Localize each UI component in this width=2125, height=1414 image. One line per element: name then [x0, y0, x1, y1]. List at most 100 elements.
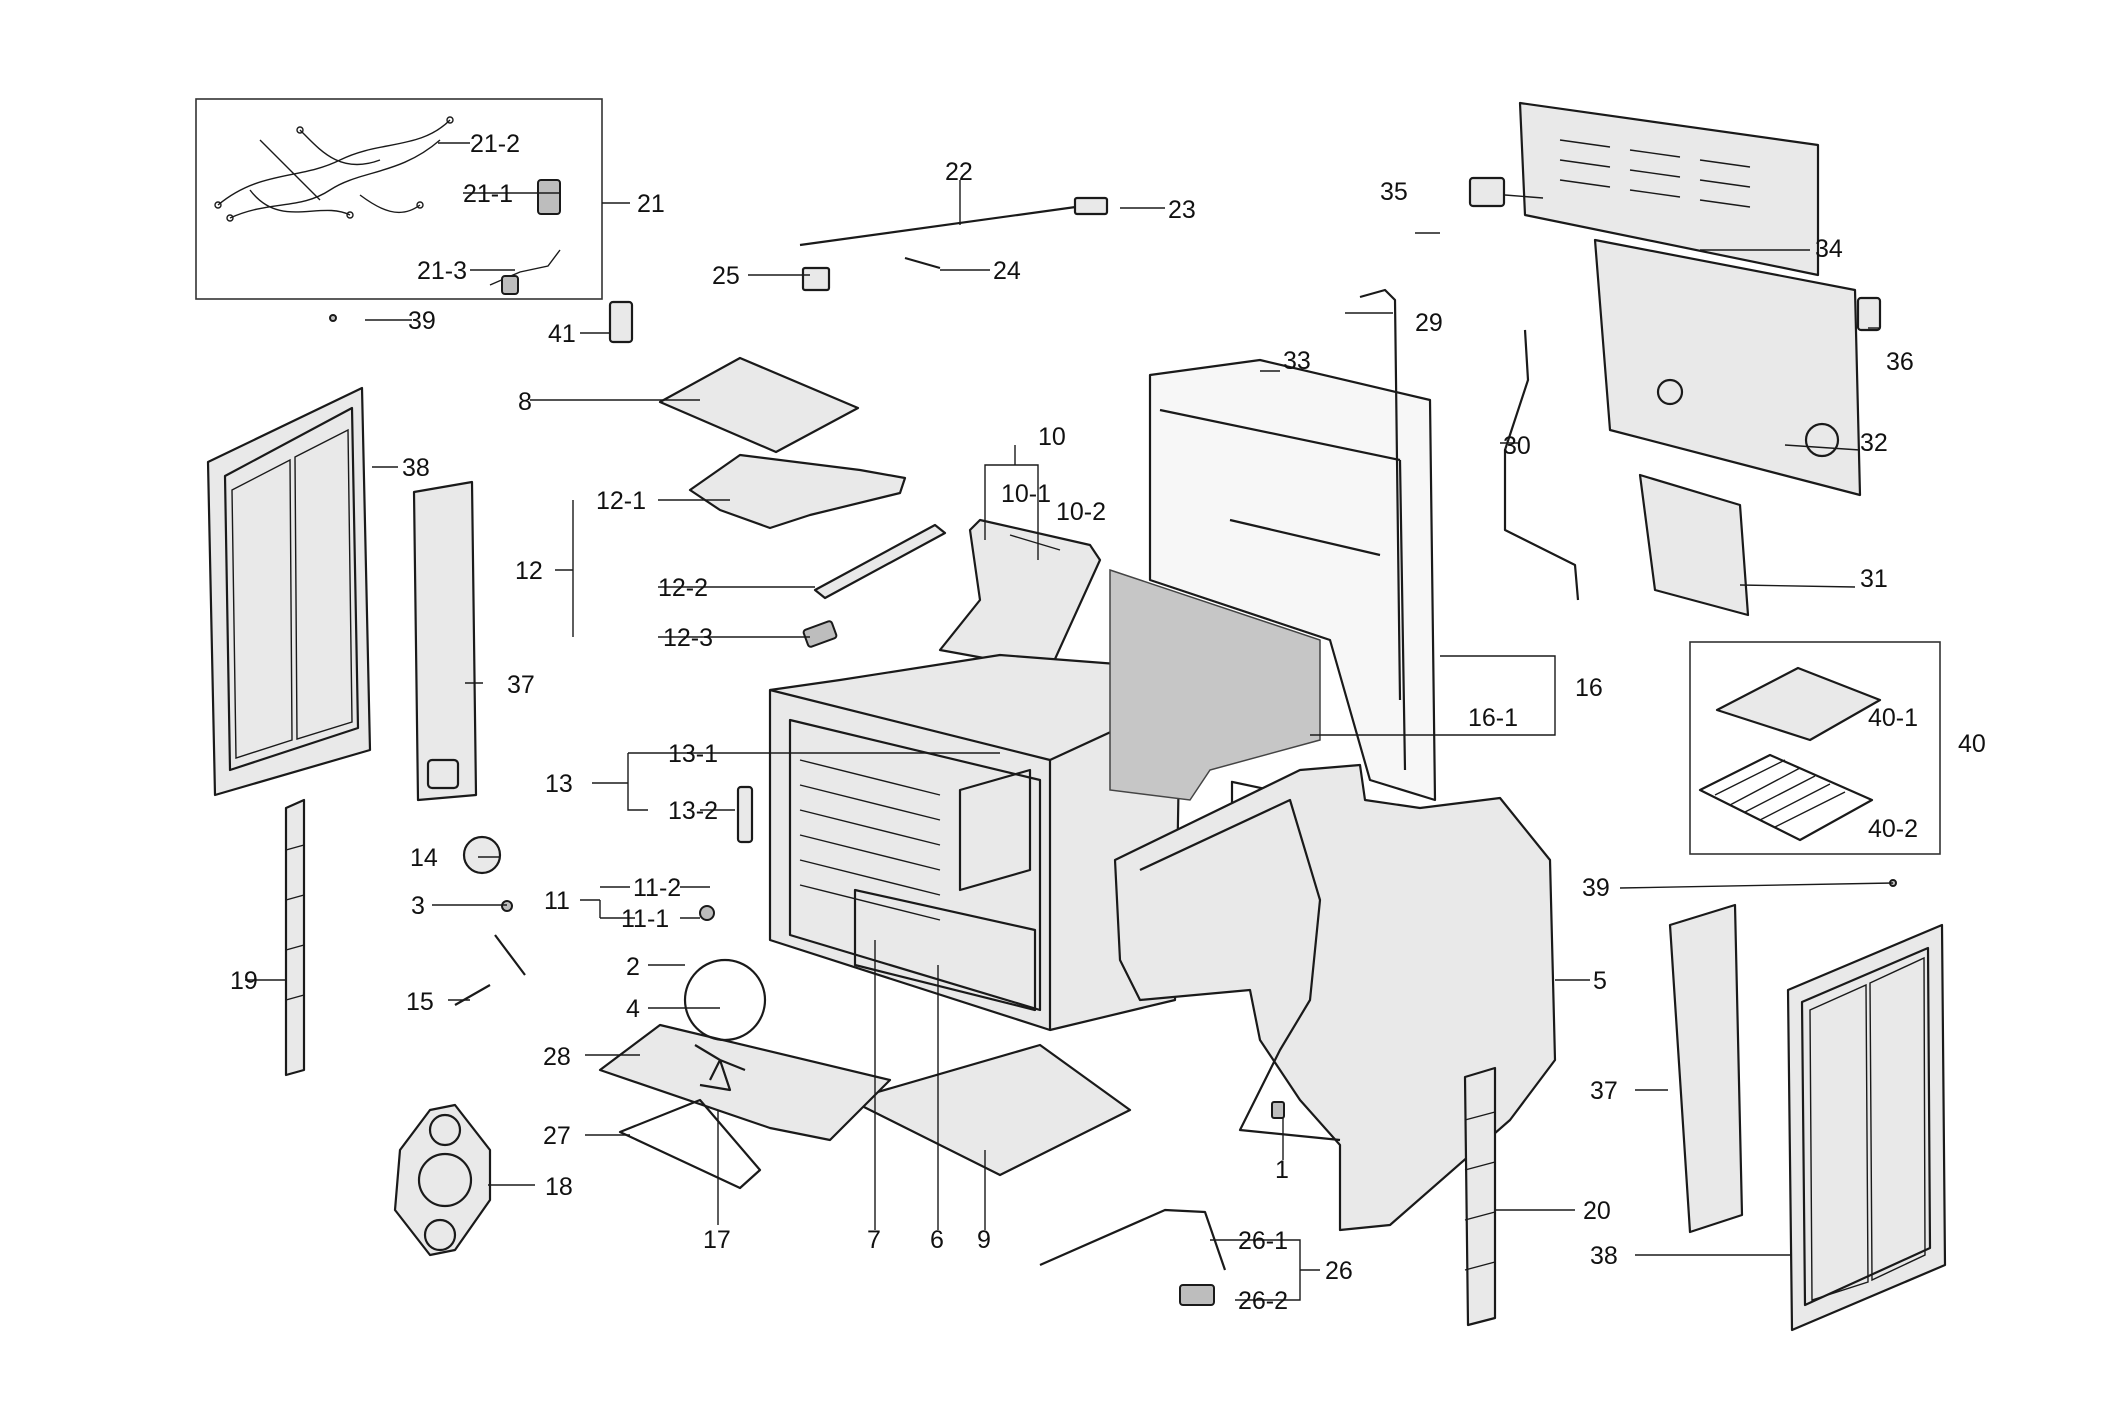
- convection-fan-18: [393, 1103, 492, 1257]
- callout-27: 27: [543, 1122, 571, 1150]
- callout-10-1: 10-1: [1001, 480, 1051, 508]
- fan-ring-2: [683, 958, 767, 1042]
- callout-11-2: 11-2: [633, 874, 681, 902]
- knob-14: [462, 835, 502, 875]
- callout-13-1: 13-1: [668, 740, 718, 768]
- callout-17: 17: [703, 1226, 731, 1254]
- callout-22: 22: [945, 158, 973, 186]
- callout-38a: 38: [402, 454, 430, 482]
- callout-18: 18: [545, 1173, 573, 1201]
- callout-26-1: 26-1: [1238, 1227, 1288, 1255]
- callout-16: 16: [1575, 674, 1603, 702]
- rail-left-37: [412, 480, 478, 802]
- fan-17: [694, 1044, 746, 1092]
- callout-21: 21: [637, 190, 665, 218]
- callout-3: 3: [411, 892, 425, 920]
- callout-37b: 37: [1590, 1077, 1618, 1105]
- part-11: [699, 905, 715, 921]
- callout-34: 34: [1815, 235, 1843, 263]
- callout-2: 2: [626, 953, 640, 981]
- rear-box-31: [1638, 473, 1750, 617]
- callout-10-2: 10-2: [1056, 498, 1106, 526]
- callout-29: 29: [1415, 309, 1443, 337]
- callout-31: 31: [1860, 565, 1888, 593]
- rear-insulation-16-1: [1109, 568, 1321, 801]
- top-insulation-plate: [658, 356, 860, 454]
- bracket-36: [1856, 296, 1882, 332]
- callout-5: 5: [1593, 967, 1607, 995]
- callout-8: 8: [518, 388, 532, 416]
- bake-pan-28: [598, 1023, 892, 1142]
- callout-10: 10: [1038, 423, 1066, 451]
- callout-40-1: 40-1: [1868, 704, 1918, 732]
- part-26-2: [1179, 1284, 1215, 1306]
- callout-4: 4: [626, 995, 640, 1023]
- bracket-26-1: [1039, 1208, 1227, 1271]
- callout-40: 40: [1958, 730, 1986, 758]
- callout-37a: 37: [507, 671, 535, 699]
- callout-24: 24: [993, 257, 1021, 285]
- callout-11-1: 11-1: [621, 905, 669, 933]
- callout-20: 20: [1583, 1197, 1611, 1225]
- part-15: [454, 934, 526, 1006]
- callout-12: 12: [515, 557, 543, 585]
- callout-21-1: 21-1: [463, 180, 513, 208]
- callout-19: 19: [230, 967, 258, 995]
- callout-11: 11: [544, 887, 570, 915]
- callout-41: 41: [548, 320, 576, 348]
- gas-tube-30: [1503, 329, 1580, 601]
- callout-25: 25: [712, 262, 740, 290]
- callout-12-2: 12-2: [658, 574, 708, 602]
- callout-13-2: 13-2: [668, 797, 718, 825]
- callout-9: 9: [977, 1226, 991, 1254]
- top-panel-10-1: [938, 518, 1102, 672]
- callout-39a: 39: [408, 307, 436, 335]
- door-lock-rod-assembly: [799, 196, 1109, 292]
- bracket-41: [608, 300, 634, 344]
- air-duct-12-1: [688, 453, 907, 530]
- back-cover-34: [1518, 101, 1820, 277]
- callout-26-2: 26-2: [1238, 1287, 1288, 1315]
- callout-labels: 21-2 21-1 21 21-3 22 23 24 25 41 39 8 38…: [230, 130, 1986, 1315]
- back-panel-32: [1593, 238, 1862, 497]
- callout-12-1: 12-1: [596, 487, 646, 515]
- callout-21-2: 21-2: [470, 130, 520, 158]
- part-12-3: [802, 620, 838, 648]
- callout-13: 13: [545, 770, 573, 798]
- callout-32: 32: [1860, 429, 1888, 457]
- callout-39b: 39: [1582, 874, 1610, 902]
- outer-body-5: [1113, 763, 1557, 1232]
- part-3: [501, 900, 513, 912]
- callout-15: 15: [406, 988, 434, 1016]
- callout-7: 7: [867, 1226, 881, 1254]
- callout-38b: 38: [1590, 1242, 1618, 1270]
- callout-36: 36: [1886, 348, 1914, 376]
- callout-26: 26: [1325, 1257, 1353, 1285]
- callout-14: 14: [410, 844, 438, 872]
- callout-1: 1: [1275, 1156, 1289, 1184]
- oven-racks-40: [1689, 641, 1941, 855]
- panel-27: [618, 1098, 762, 1190]
- callout-33: 33: [1283, 347, 1311, 375]
- screw-39a: [329, 314, 337, 322]
- bottom-plate-9: [848, 1043, 1132, 1177]
- callout-6: 6: [930, 1226, 944, 1254]
- wire-harness-group: [195, 98, 603, 300]
- callout-16-1: 16-1: [1468, 704, 1518, 732]
- side-panel-left-38: [206, 386, 372, 797]
- clip-1: [1271, 1101, 1285, 1119]
- side-strip-20: [1463, 1066, 1497, 1327]
- callout-21-3: 21-3: [417, 257, 467, 285]
- callout-23: 23: [1168, 196, 1196, 224]
- side-strip-19: [284, 798, 306, 1077]
- rail-right-37: [1668, 903, 1744, 1234]
- bracket-13-2: [736, 785, 754, 844]
- rear-frame-16: [1148, 358, 1437, 845]
- callout-12-3: 12-3: [663, 624, 713, 652]
- bracket-35: [1468, 176, 1506, 208]
- leader-lines: [245, 142, 1894, 1301]
- back-cover-slots: [1559, 139, 1751, 208]
- callout-28: 28: [543, 1043, 571, 1071]
- bracket-12-2: [813, 523, 947, 600]
